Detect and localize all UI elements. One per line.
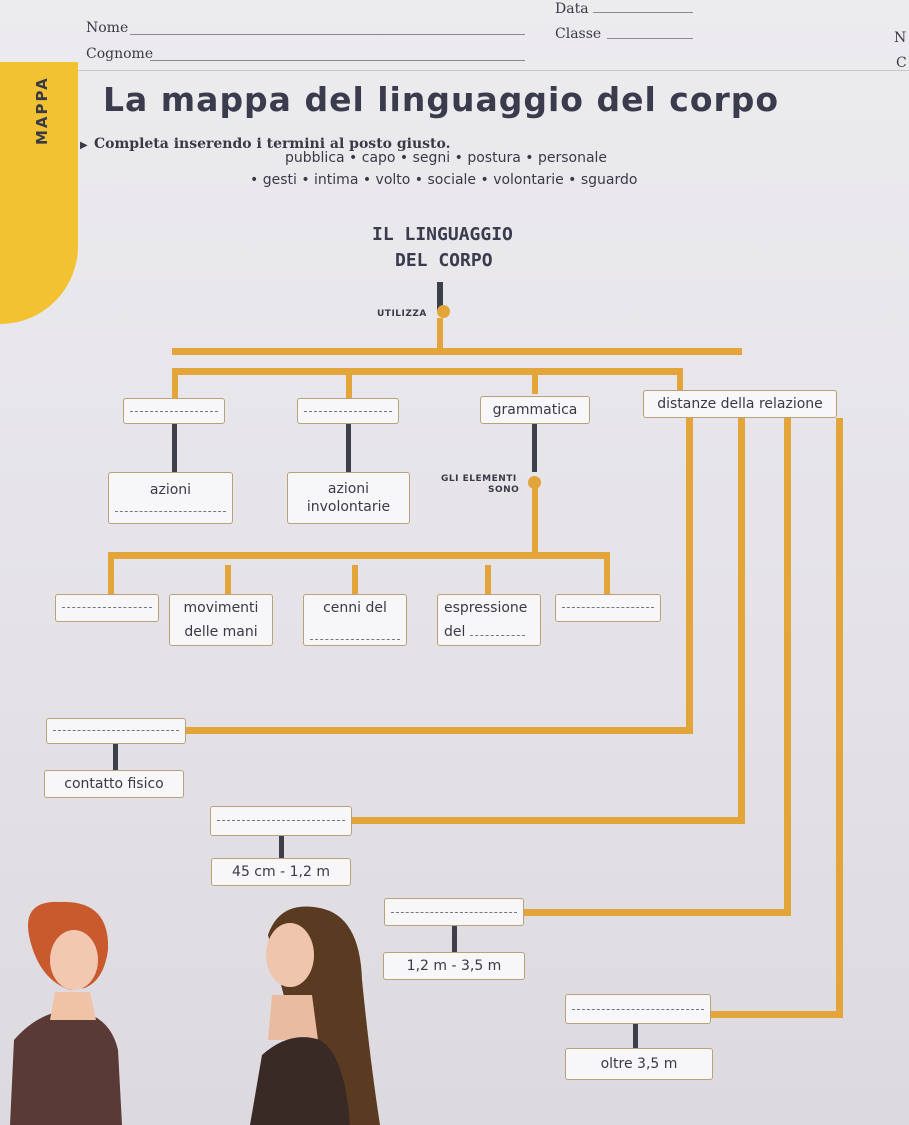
mappa-side-tab	[0, 62, 78, 324]
blank-box-personale[interactable]	[210, 806, 352, 836]
connector	[352, 565, 358, 594]
azioni-involontarie-line-1: azioni	[327, 481, 370, 497]
connector	[108, 552, 114, 594]
blank-box-pubblica[interactable]	[565, 994, 711, 1024]
classe-field[interactable]	[607, 38, 693, 39]
nome-label: Nome	[86, 20, 129, 36]
utilizza-dot	[437, 305, 450, 318]
connector	[784, 418, 791, 916]
blank-box-4[interactable]	[555, 594, 661, 622]
movimenti-line-2: delle mani	[184, 624, 258, 640]
data-field[interactable]	[593, 12, 693, 13]
instruction-text: Completa inserendo i termini al posto gi…	[94, 136, 451, 152]
connector	[532, 424, 537, 472]
connector	[437, 282, 443, 312]
word-bank-line-1: pubblica • capo • segni • postura • pers…	[285, 150, 608, 166]
connector	[172, 424, 177, 472]
connector	[836, 418, 843, 1018]
cenni-line-1: cenni del	[323, 600, 387, 616]
gli-elementi-label: GLI ELEMENTI	[441, 474, 517, 484]
map-root-title-1: IL LINGUAGGIO	[372, 224, 513, 245]
blank-box-2[interactable]	[297, 398, 399, 424]
espressione-line-1: espressione	[444, 600, 528, 616]
connector	[352, 817, 745, 824]
connector	[279, 836, 284, 858]
connector	[485, 565, 491, 594]
connector	[225, 565, 231, 594]
page-title: La mappa del linguaggio del corpo	[103, 80, 780, 119]
word-bank-line-2: • gesti • intima • volto • sociale • vol…	[250, 172, 638, 188]
blank-box-1[interactable]	[123, 398, 225, 424]
cognome-label: Cognome	[86, 46, 154, 62]
connector	[452, 926, 457, 952]
movimenti-line-1: movimenti	[183, 600, 259, 616]
sono-label: SONO	[488, 485, 520, 495]
grammatica-box: grammatica	[480, 396, 590, 424]
connector	[677, 368, 683, 390]
connector	[604, 552, 610, 594]
azioni-box: azioni	[108, 472, 233, 524]
cenni-box: cenni del	[303, 594, 407, 646]
arrow-bullet-icon: ▶	[80, 140, 88, 151]
espressione-line-2: del	[444, 623, 540, 641]
data-label: Data	[555, 1, 589, 17]
connector	[633, 1024, 638, 1048]
connector	[113, 744, 118, 770]
blank-box-3[interactable]	[55, 594, 159, 622]
distance-sociale-box: 1,2 m - 3,5 m	[383, 952, 525, 980]
cenni-blank[interactable]	[310, 639, 400, 640]
cognome-field[interactable]	[150, 60, 525, 61]
azioni-blank[interactable]	[115, 511, 226, 512]
header-divider	[0, 70, 909, 71]
connector	[738, 418, 745, 824]
connector	[172, 368, 178, 398]
nome-field[interactable]	[130, 34, 525, 35]
blank-box-sociale[interactable]	[384, 898, 524, 926]
classe-label: Classe	[555, 26, 602, 42]
azioni-label: azioni	[149, 482, 192, 498]
blank-box-intima[interactable]	[46, 718, 186, 744]
connector	[524, 909, 791, 916]
connector	[185, 727, 693, 734]
connector	[532, 368, 538, 394]
azioni-involontarie-line-2: involontarie	[306, 499, 391, 515]
connector	[108, 552, 608, 559]
connector	[346, 368, 352, 398]
connector	[710, 1011, 843, 1018]
connector	[532, 488, 538, 552]
edge-letter-n: N	[894, 30, 907, 46]
distance-pubblica-box: oltre 3,5 m	[565, 1048, 713, 1080]
mappa-side-label: MAPPA	[33, 76, 51, 145]
connector	[172, 348, 742, 355]
espressione-box: espressione del	[437, 594, 541, 646]
espressione-blank[interactable]	[469, 635, 525, 636]
azioni-involontarie-box: azioni involontarie	[287, 472, 410, 524]
connector	[437, 318, 443, 348]
movimenti-box: movimenti delle mani	[169, 594, 273, 646]
distance-personale-box: 45 cm - 1,2 m	[211, 858, 351, 886]
contatto-fisico-box: contatto fisico	[44, 770, 184, 798]
connector	[172, 368, 682, 375]
connector	[686, 418, 693, 734]
photo-two-women	[10, 901, 380, 1125]
edge-letter-c: C	[896, 55, 907, 71]
utilizza-label: UTILIZZA	[377, 309, 427, 319]
sono-dot	[528, 476, 541, 489]
map-root-title-2: DEL CORPO	[395, 250, 493, 271]
connector	[346, 424, 351, 472]
distanze-box: distanze della relazione	[643, 390, 837, 418]
